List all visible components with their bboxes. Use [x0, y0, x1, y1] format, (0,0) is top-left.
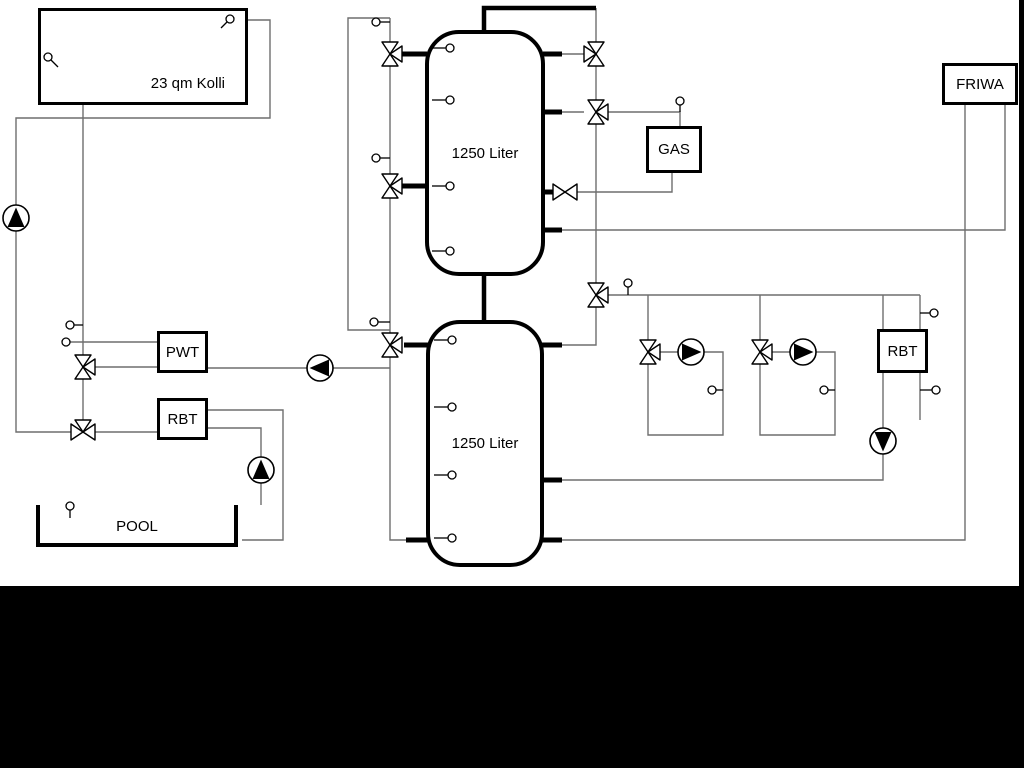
letterbox-bottom — [0, 586, 1024, 768]
pump-icon — [2, 204, 30, 232]
temperature-sensor-icon — [434, 335, 457, 345]
pool-label: POOL — [116, 517, 158, 535]
gas-boiler-box: GAS — [646, 126, 702, 173]
temperature-sensor-icon — [675, 96, 685, 112]
temperature-sensor-icon — [432, 181, 455, 191]
temperature-sensor-icon — [432, 246, 455, 256]
three-way-valve-icon — [751, 339, 773, 365]
pump-icon — [306, 354, 334, 382]
temperature-sensor-icon — [920, 308, 939, 318]
two-way-valve-icon — [552, 183, 578, 201]
temperature-sensor-icon — [220, 14, 235, 29]
pump-icon — [677, 338, 705, 366]
temperature-sensor-icon — [432, 95, 455, 105]
temperature-sensor-icon — [819, 385, 835, 395]
pump-icon — [869, 427, 897, 455]
pwt-heat-exchanger-label: PWT — [165, 343, 200, 361]
three-way-valve-icon — [583, 41, 605, 67]
buffer-tank-top-label: 1250 Liter — [451, 144, 519, 162]
solar-collector-box: 23 qm Kolli — [38, 8, 248, 105]
temperature-sensor-icon — [434, 470, 457, 480]
friwa-station-box: FRIWA — [942, 63, 1018, 105]
temperature-sensor-icon — [65, 320, 83, 330]
gas-boiler-label: GAS — [658, 141, 690, 158]
rbt-right-label: RBT — [887, 342, 918, 360]
letterbox-right — [1019, 0, 1024, 586]
pump-icons — [2, 204, 897, 484]
temperature-sensor-icon — [65, 501, 75, 518]
three-way-valve-icon — [381, 332, 403, 358]
temperature-sensor-icon — [920, 385, 941, 395]
temperature-sensor-icon — [371, 153, 390, 163]
temperature-sensor-icon — [371, 17, 390, 27]
three-way-valve-icon — [587, 99, 609, 125]
temperature-sensor-icon — [434, 402, 457, 412]
sensor-icons — [43, 14, 941, 543]
main-pipes — [36, 5, 596, 547]
rbt-left-label: RBT — [167, 410, 198, 428]
pwt-heat-exchanger-box: PWT — [157, 331, 208, 373]
buffer-tank-bottom-label: 1250 Liter — [451, 435, 519, 452]
three-way-valve-icon — [381, 173, 403, 199]
pump-icon — [789, 338, 817, 366]
pipe-network — [15, 8, 1006, 541]
three-way-valve-icon — [587, 282, 609, 308]
three-way-valve-icon — [639, 339, 661, 365]
temperature-sensor-icon — [707, 385, 723, 395]
three-way-valve-icon — [381, 41, 403, 67]
temperature-sensor-icon — [61, 337, 71, 347]
temperature-sensor-icon — [623, 278, 633, 295]
pump-icon — [247, 456, 275, 484]
three-way-valve-icon — [74, 354, 96, 380]
buffer-tank-bottom: 1250 Liter — [426, 320, 544, 567]
pool-basin — [36, 505, 238, 547]
temperature-sensor-icon — [432, 43, 455, 53]
temperature-sensor-icon — [434, 533, 457, 543]
three-way-valve-icon — [70, 419, 96, 441]
temperature-sensor-icon — [369, 317, 390, 327]
valve-icons — [70, 41, 773, 441]
rbt-left-box: RBT — [157, 398, 208, 440]
rbt-right-box: RBT — [877, 329, 928, 373]
buffer-tank-top: 1250 Liter — [425, 30, 545, 276]
temperature-sensor-icon — [43, 52, 59, 68]
friwa-station-label: FRIWA — [956, 75, 1004, 93]
solar-collector-label: 23 qm Kolli — [150, 75, 225, 92]
